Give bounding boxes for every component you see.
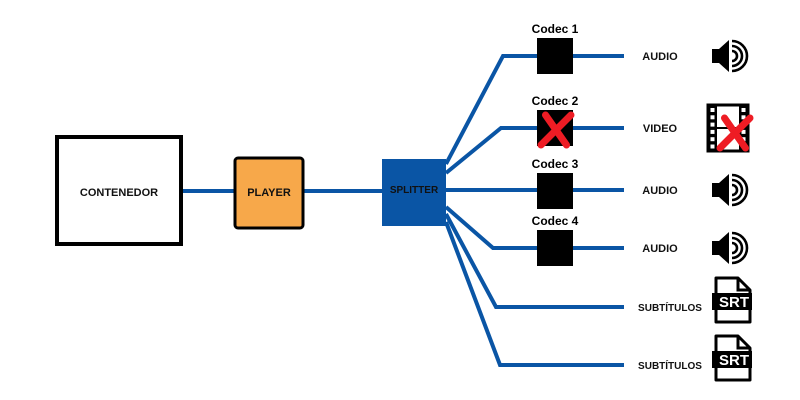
splitter-fanout-lines — [444, 54, 624, 367]
output-row: Codec 1 AUDIO — [532, 22, 749, 74]
codec-label: Codec 3 — [532, 157, 579, 171]
speaker-icon — [712, 231, 749, 265]
srt-file-icon: SRT — [712, 276, 752, 324]
output-row: Codec 3 AUDIO — [532, 157, 749, 209]
connector-line — [444, 126, 624, 175]
container-label: CONTENEDOR — [80, 187, 158, 199]
blocked-cross-icon — [716, 114, 754, 152]
codec-label: Codec 2 — [532, 94, 579, 108]
output-row: SUBTÍTULOS SRT — [638, 276, 752, 324]
output-row: SUBTÍTULOS SRT — [638, 334, 752, 382]
output-type-label: VIDEO — [643, 123, 678, 135]
codec-node: Codec 1 — [532, 22, 579, 74]
codec-node: Codec 2 — [532, 94, 579, 149]
container-node: CONTENEDOR — [55, 135, 183, 246]
splitter-node: SPLITTER — [382, 159, 446, 226]
codec-label: Codec 1 — [532, 22, 579, 36]
output-type-label: AUDIO — [642, 243, 678, 255]
srt-label: SRT — [719, 294, 749, 311]
output-row: Codec 2 VIDEO — [532, 94, 754, 153]
connector-line — [444, 221, 624, 367]
speaker-icon — [712, 173, 749, 207]
output-type-label: AUDIO — [642, 185, 678, 197]
player-node: PLAYER — [233, 156, 305, 230]
film-icon — [706, 103, 754, 153]
player-label: PLAYER — [247, 187, 291, 199]
output-row: Codec 4 AUDIO — [532, 214, 749, 266]
srt-file-icon: SRT — [712, 334, 752, 382]
connector-line — [444, 54, 624, 165]
blocked-cross-icon — [537, 111, 575, 149]
speaker-icon — [712, 39, 749, 73]
connector-line — [444, 205, 624, 250]
codec-node: Codec 4 — [532, 214, 579, 266]
codec-node: Codec 3 — [532, 157, 579, 209]
output-type-label: SUBTÍTULOS — [638, 359, 702, 372]
splitter-label: SPLITTER — [390, 185, 439, 196]
connector-line — [444, 213, 624, 309]
codec-label: Codec 4 — [532, 214, 579, 228]
srt-label: SRT — [719, 352, 749, 369]
output-type-label: SUBTÍTULOS — [638, 301, 702, 314]
output-type-label: AUDIO — [642, 51, 678, 63]
